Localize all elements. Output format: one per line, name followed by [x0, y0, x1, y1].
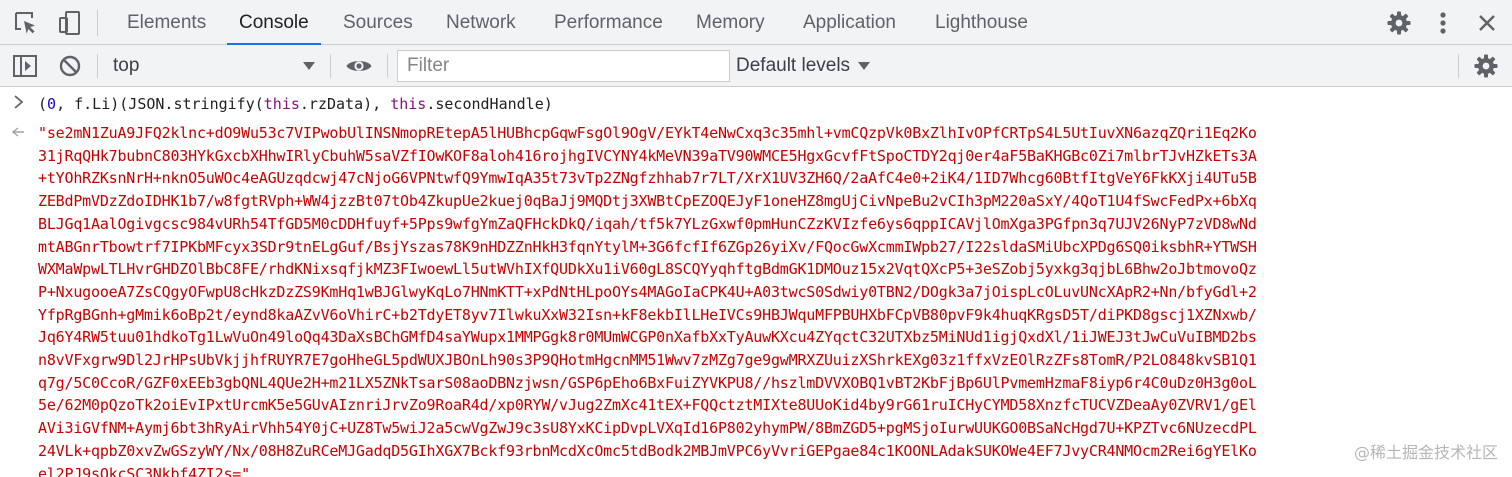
console-settings-gear-icon[interactable]: [1466, 45, 1506, 87]
tab-application[interactable]: Application: [803, 12, 896, 33]
tab-console[interactable]: Console: [227, 0, 321, 46]
toolbar-divider: [97, 54, 98, 78]
clear-console-icon[interactable]: [51, 45, 89, 87]
result-string-line: 24VLk+qpbZ0xvZwGSzyWY/Nx/08H8ZuRCeMJGadq…: [38, 441, 1257, 460]
result-string-line: mtABGnrTbowtrf7IPKbMFcyx3SDr9tnELgGuf/Bs…: [38, 237, 1257, 256]
code-token: , f.Li)(JSON.stringify(: [56, 95, 264, 113]
result-string-line: 5e/62M0pQzoTk2oiEvIPxtUrcmK5e5GUvAIznriJ…: [38, 396, 1257, 415]
tab-sources[interactable]: Sources: [343, 12, 413, 33]
result-string-line: n8vVFxgrw9Dl2JrHPsUbVkjjhfRUYR7E7goHheGL…: [38, 351, 1257, 370]
input-prompt-chevron-icon: [14, 95, 24, 109]
code-number: 0: [47, 95, 57, 113]
filter-input[interactable]: [397, 50, 730, 82]
console-messages: (0, f.Li)(JSON.stringify(this.rzData), t…: [0, 88, 1512, 477]
watermark: @稀土掘金技术社区: [1353, 443, 1498, 462]
result-string-line: el2PJ9sQkcSC3Nkbf4ZI2s=": [38, 464, 250, 477]
devtools-tab-bar: Elements Console Sources Network Perform…: [0, 0, 1512, 46]
code-keyword: this: [263, 95, 300, 113]
result-string-line: 31jRqQHk7bubnC803HYkGxcbXHhwIRlyCbuhW5sa…: [38, 146, 1257, 165]
context-value: top: [113, 55, 140, 76]
toolbar-divider: [387, 54, 388, 78]
result-string-line: q7g/5C0CcoR/GZF0xEEb3gbQNL4QUe2H+m21LX5Z…: [38, 373, 1257, 392]
inspect-element-icon[interactable]: [6, 0, 46, 45]
close-icon[interactable]: [1468, 0, 1506, 45]
tab-memory[interactable]: Memory: [696, 12, 765, 33]
settings-gear-icon[interactable]: [1380, 0, 1418, 45]
toolbar-divider: [330, 54, 331, 78]
dropdown-arrow-icon: [858, 62, 871, 70]
show-sidebar-icon[interactable]: [6, 45, 44, 87]
tab-performance[interactable]: Performance: [554, 12, 663, 33]
result-string-line: WXMaWpwLTLHvrGHDZOlBbC8FE/rhdKNixsqfjkMZ…: [38, 260, 1257, 279]
javascript-context-selector[interactable]: top: [100, 45, 322, 87]
code-keyword: this: [390, 95, 427, 113]
result-string-line: AVi3iGVfNM+Aymj6bt3hRyAirVhh54Y0jC+UZ8Tw…: [38, 419, 1257, 438]
tab-elements[interactable]: Elements: [127, 12, 207, 33]
result-string-line: +tYOhRZKsnNrH+nknO5uWOc4eAGUzqdcwj47cNjo…: [38, 169, 1257, 188]
code-token: (: [38, 95, 48, 113]
code-token: .secondHandle): [426, 95, 553, 113]
result-string-line: YfpRgBGnh+gMmik6oBp2t/eynd8kaAZvV6oVhirC…: [38, 305, 1257, 324]
result-string-line: ZEBdPmVDzZdoIDHK1b7/w8fgtRVph+WW4jzzBt07…: [38, 192, 1257, 211]
result-arrow-icon: [11, 127, 24, 137]
live-expression-eye-icon[interactable]: [339, 45, 379, 87]
toolbar-divider: [97, 10, 98, 36]
more-options-icon[interactable]: [1426, 0, 1460, 45]
log-levels-dropdown[interactable]: Default levels: [736, 45, 871, 87]
result-string-line: BLJGq1AalOgivgcsc984vURh54TfGD5M0cDDHfuy…: [38, 214, 1257, 233]
result-string-line: Jq6Y4RW5tuu01hdkoTg1LwVuOn49loQq43DaXsBC…: [38, 328, 1257, 347]
code-token: .rzData),: [299, 95, 391, 113]
log-levels-label: Default levels: [736, 55, 851, 76]
toolbar-divider: [1458, 54, 1459, 78]
tab-lighthouse[interactable]: Lighthouse: [935, 12, 1028, 33]
result-string-line: P+NxugooeA7ZsCQgyOFwpU8cHkzDzZS9KmHq1wBJ…: [38, 282, 1257, 301]
tab-network[interactable]: Network: [446, 12, 516, 33]
console-input-expression[interactable]: (0, f.Li)(JSON.stringify(this.rzData), t…: [38, 93, 553, 115]
dropdown-arrow-icon: [303, 62, 315, 70]
device-toolbar-icon[interactable]: [50, 0, 90, 45]
console-toolbar: top Default levels: [0, 45, 1512, 87]
console-result-string[interactable]: "se2mN1ZuA9JFQ2klnc+dO9Wu53c7VIPwobUlINS…: [38, 122, 1474, 477]
result-string-line: "se2mN1ZuA9JFQ2klnc+dO9Wu53c7VIPwobUlINS…: [38, 124, 1257, 142]
